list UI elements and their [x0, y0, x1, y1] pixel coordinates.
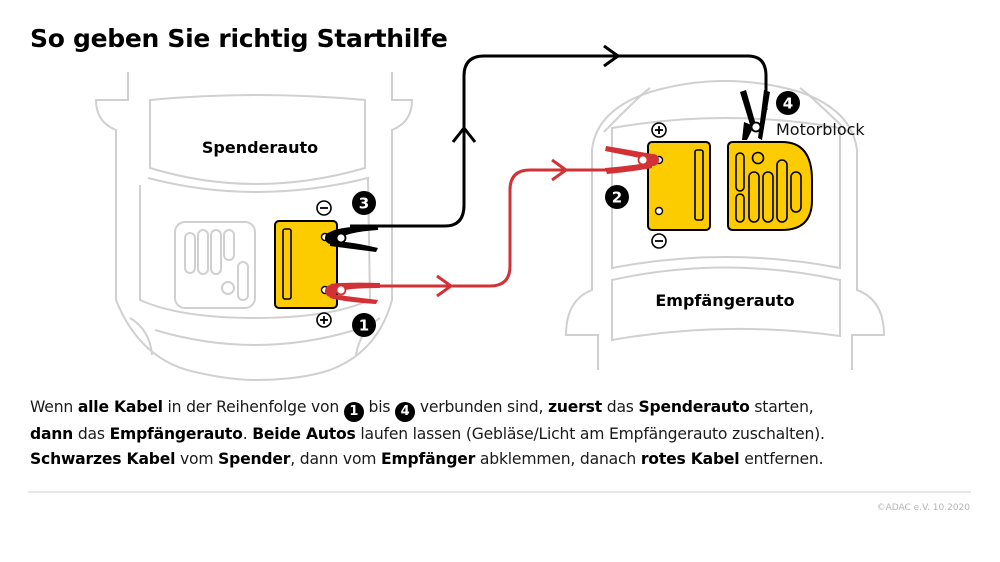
svg-text:4: 4	[783, 95, 793, 113]
step-badge-1: 1	[352, 313, 376, 337]
red-cable	[350, 168, 612, 288]
divider	[28, 491, 971, 493]
emphasis-text: Schwarzes Kabel	[30, 450, 176, 468]
minus-sign-recipient	[651, 233, 667, 249]
instructions-text: Wenn alle Kabel in der Reihenfolge von 1…	[30, 395, 990, 472]
body-text: Wenn	[30, 398, 78, 416]
svg-text:2: 2	[612, 189, 622, 207]
emphasis-text: Empfängerauto	[109, 425, 243, 443]
svg-text:3: 3	[359, 195, 369, 213]
recipient-battery	[647, 141, 711, 231]
black-cable-arrow-up	[451, 125, 477, 143]
body-text: bis	[363, 398, 396, 416]
black-clamp-engine	[740, 90, 770, 140]
caption-line-2: dann das Empfängerauto. Beide Autos lauf…	[30, 422, 990, 447]
body-text: in der Reihenfolge von	[162, 398, 344, 416]
black-cable	[350, 54, 768, 228]
recipient-car-outline	[564, 80, 886, 370]
caption-line-3: Schwarzes Kabel vom Spender, dann vom Em…	[30, 447, 990, 472]
body-text: das	[602, 398, 639, 416]
body-text: verbunden sind,	[415, 398, 549, 416]
step-badge-2: 2	[605, 185, 629, 209]
body-text: vom	[175, 450, 219, 468]
body-text: , dann vom	[290, 450, 382, 468]
body-text: das	[73, 425, 110, 443]
minus-sign-donor	[316, 200, 332, 216]
body-text: abklemmen, danach	[475, 450, 641, 468]
red-cable-arrow-2	[551, 158, 569, 182]
engine-block-label: Motorblock	[776, 120, 865, 139]
body-text: entfernen.	[739, 450, 824, 468]
recipient-car-label: Empfängerauto	[655, 291, 794, 310]
step-badge-inline: 1	[343, 402, 364, 422]
red-cable-arrow-1	[436, 274, 454, 298]
body-text: laufen lassen (Gebläse/Licht am Empfänge…	[355, 425, 825, 443]
engine-block	[727, 141, 813, 231]
plus-sign-recipient	[651, 122, 667, 138]
emphasis-text: Empfänger	[381, 450, 476, 468]
step-badge-4: 4	[776, 91, 800, 115]
emphasis-text: Beide Autos	[252, 425, 356, 443]
red-clamp-recipient	[605, 146, 659, 174]
black-cable-arrow-right	[603, 44, 621, 68]
step-badge-3: 3	[352, 191, 376, 215]
donor-car-outline	[94, 72, 414, 382]
page-title: So geben Sie richtig Starthilfe	[30, 24, 448, 53]
body-text: starten,	[749, 398, 814, 416]
plus-sign-donor	[316, 312, 332, 328]
emphasis-text: Spender	[218, 450, 291, 468]
body-text: .	[242, 425, 253, 443]
emphasis-text: alle Kabel	[77, 398, 163, 416]
emphasis-text: dann	[30, 425, 74, 443]
svg-text:1: 1	[359, 317, 369, 335]
step-badge-inline: 4	[395, 402, 416, 422]
black-clamp-donor	[325, 226, 378, 252]
emphasis-text: zuerst	[548, 398, 602, 416]
emphasis-text: Spenderauto	[638, 398, 750, 416]
emphasis-text: rotes Kabel	[640, 450, 740, 468]
red-clamp-donor	[325, 282, 380, 304]
copyright-credit: ©ADAC e.V. 10.2020	[876, 503, 970, 513]
caption-line-1: Wenn alle Kabel in der Reihenfolge von 1…	[30, 395, 990, 422]
donor-car-label: Spenderauto	[202, 138, 318, 157]
